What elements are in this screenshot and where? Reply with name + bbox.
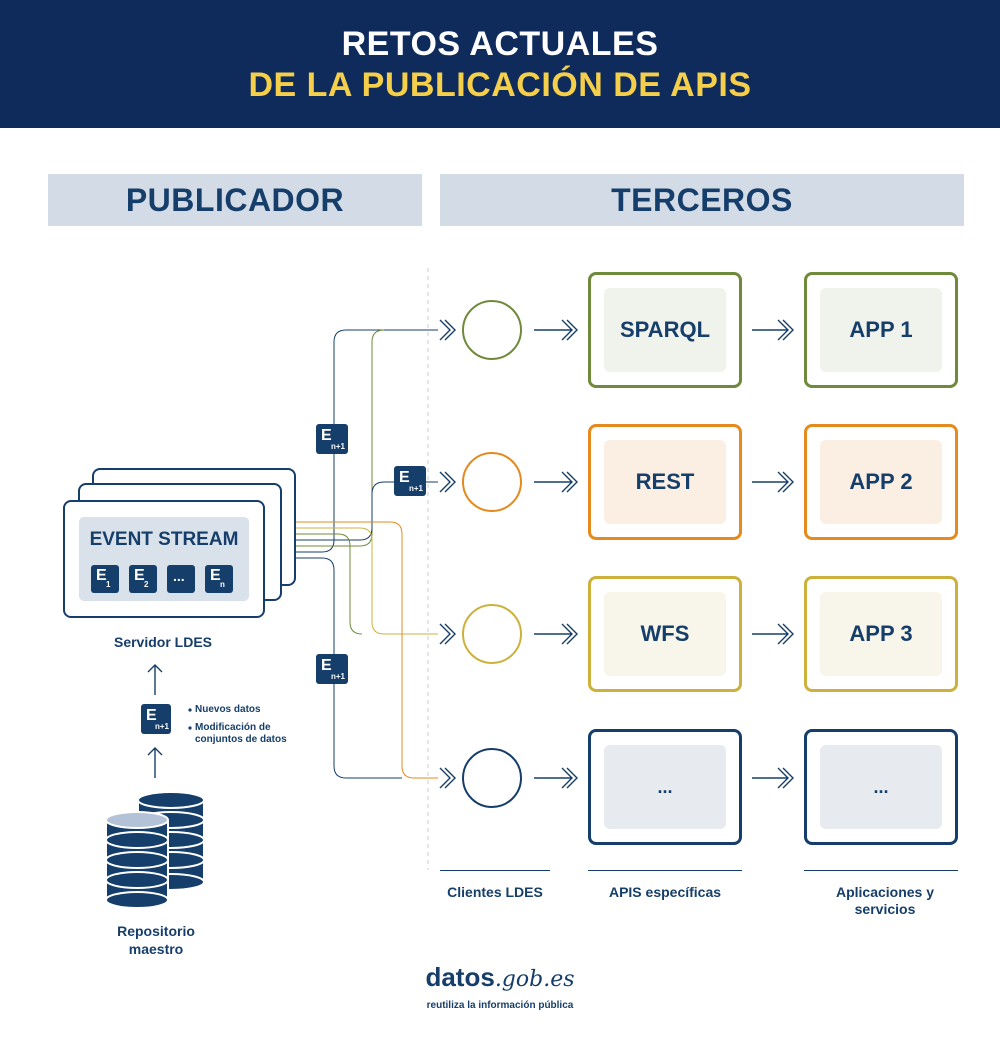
arrow-client-api-2: [534, 471, 578, 493]
app-label-2: APP 2: [820, 440, 942, 524]
footer-logo: datos.gob.es: [420, 962, 580, 993]
api-box-3: WFS: [588, 576, 742, 692]
arrow-api-app-1: [752, 319, 794, 341]
ldes-client-4: [462, 748, 522, 808]
app-box-2: APP 2: [804, 424, 958, 540]
flow-line-row2: [280, 481, 438, 541]
chevron-client-3: [439, 623, 456, 645]
arrow-client-api-3: [534, 623, 578, 645]
rule-clients: [440, 870, 550, 871]
app-label-1: APP 1: [820, 288, 942, 372]
section-publisher: PUBLICADOR: [48, 174, 422, 226]
api-label-2: REST: [604, 440, 726, 524]
brand-domain: .gob.es: [494, 967, 575, 992]
arrow-api-app-2: [752, 471, 794, 493]
app-label-4: ...: [820, 745, 942, 829]
app-box-1: APP 1: [804, 272, 958, 388]
title-line-1: RETOS ACTUALES: [341, 25, 659, 63]
arrow-client-api-1: [534, 319, 578, 341]
api-label-1: SPARQL: [604, 288, 726, 372]
arrow-client-api-4: [534, 767, 578, 789]
event-stream-title: EVENT STREAM: [89, 529, 239, 550]
api-box-4: ...: [588, 729, 742, 845]
flow-line-row4-orange: [280, 521, 438, 779]
section-third-parties: TERCEROS: [440, 174, 964, 226]
column-label-clients: Clientes LDES: [447, 884, 543, 900]
footer-tagline: reutiliza la información pública: [426, 1000, 574, 1011]
flow-line-row1b: [280, 329, 385, 547]
arrow-badge-to-server: [147, 664, 163, 695]
change-note-new-data: Nuevos datos: [195, 704, 261, 715]
database-stack-front: [105, 811, 169, 909]
database-icon: [105, 791, 205, 909]
rule-apps: [804, 870, 958, 871]
app-label-3: APP 3: [820, 592, 942, 676]
chevron-client-1: [439, 319, 456, 341]
api-label-3: WFS: [604, 592, 726, 676]
ldes-client-2: [462, 452, 522, 512]
title-line-2: DE LA PUBLICACIÓN DE APIS: [248, 66, 752, 104]
api-box-1: SPARQL: [588, 272, 742, 388]
app-box-4: ...: [804, 729, 958, 845]
rule-apis: [588, 870, 742, 871]
chevron-client-2: [439, 471, 456, 493]
flow-line-row1: [280, 329, 438, 553]
app-box-3: APP 3: [804, 576, 958, 692]
arrow-api-app-3: [752, 623, 794, 645]
flow-line-row3b: [280, 533, 363, 635]
api-box-2: REST: [588, 424, 742, 540]
chevron-client-4: [439, 767, 456, 789]
flow-line-row3: [280, 527, 438, 635]
ldes-client-3: [462, 604, 522, 664]
header-banner: RETOS ACTUALES DE LA PUBLICACIÓN DE APIS: [0, 0, 1000, 128]
event-badge-ellipsis: ...: [167, 565, 195, 593]
brand-main: datos: [425, 962, 495, 992]
api-label-4: ...: [604, 745, 726, 829]
repository-label: Repositorio maestro: [117, 923, 195, 957]
ldes-client-1: [462, 300, 522, 360]
change-note-modification: Modificación de conjuntos de datos: [195, 722, 287, 745]
column-label-apps: Aplicaciones y servicios: [835, 884, 935, 917]
column-label-apis: APIS específicas: [608, 884, 722, 900]
server-label: Servidor LDES: [113, 634, 213, 650]
arrow-repo-to-badge: [147, 747, 163, 778]
arrow-api-app-4: [752, 767, 794, 789]
